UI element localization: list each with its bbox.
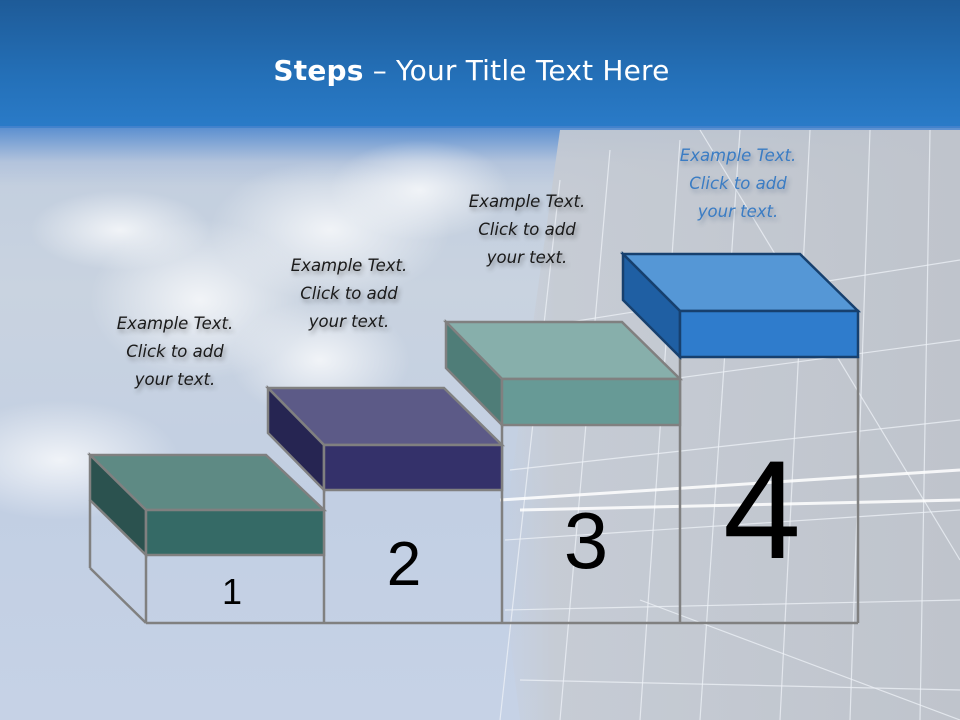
step-4-caption[interactable]: Example Text. Click to add your text. <box>653 142 823 226</box>
caption-line: Example Text. <box>679 146 797 165</box>
caption-line: Example Text. <box>116 314 234 333</box>
step-4-number: 4 <box>723 431 801 588</box>
slide-title[interactable]: Steps – Your Title Text Here <box>0 54 943 87</box>
caption-line: Click to add <box>126 342 224 361</box>
step-3-block[interactable] <box>443 318 684 429</box>
caption-line: Click to add <box>478 220 576 239</box>
header-band <box>0 0 960 128</box>
step-1-block[interactable] <box>86 452 328 558</box>
step-2-number: 2 <box>387 530 421 599</box>
title-bold: Steps <box>273 54 364 87</box>
caption-line: Example Text. <box>290 256 408 275</box>
step-3-caption[interactable]: Example Text. Click to add your text. <box>442 188 612 272</box>
step-3-number: 3 <box>564 496 609 585</box>
step-2-block[interactable] <box>265 384 506 494</box>
caption-line: your text. <box>486 248 568 267</box>
step-2-caption[interactable]: Example Text. Click to add your text. <box>264 252 434 336</box>
caption-line: Example Text. <box>468 192 586 211</box>
step-4-block[interactable] <box>619 250 862 361</box>
caption-line: Click to add <box>689 174 787 193</box>
step-1-caption[interactable]: Example Text. Click to add your text. <box>90 310 260 394</box>
caption-line: your text. <box>134 370 216 389</box>
caption-line: Click to add <box>300 284 398 303</box>
title-rest: – Your Title Text Here <box>363 54 670 87</box>
caption-line: your text. <box>308 312 390 331</box>
step-1-number: 1 <box>222 571 242 612</box>
caption-line: your text. <box>697 202 779 221</box>
